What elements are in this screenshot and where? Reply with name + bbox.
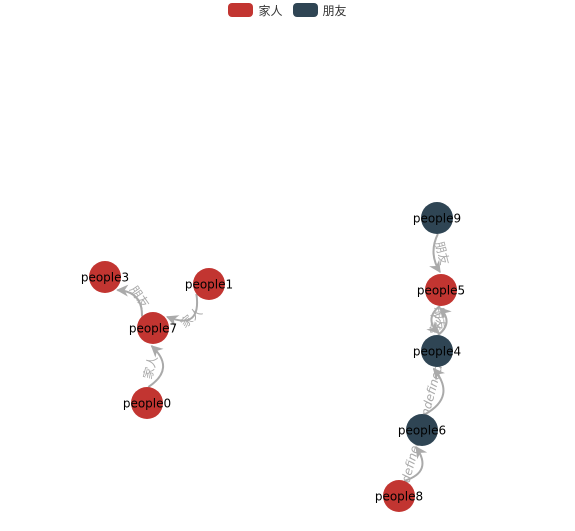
node-circle-people1[interactable] bbox=[193, 268, 225, 300]
edge-people1-people7[interactable] bbox=[166, 293, 199, 327]
node-circle-people0[interactable] bbox=[131, 387, 163, 419]
legend-swatch-friend bbox=[292, 3, 318, 17]
edge-people6-people4[interactable] bbox=[424, 367, 446, 416]
node-label-people4: people4 bbox=[413, 345, 461, 359]
legend-item-family[interactable]: 家人 bbox=[228, 2, 283, 19]
nodes-layer: people0 people1 people3 people7 people9 peopl… bbox=[81, 202, 465, 512]
edge-label-people1-people7: 家人 bbox=[177, 304, 205, 331]
node-label-people9: people9 bbox=[413, 212, 461, 226]
node-label-people5: people5 bbox=[417, 284, 465, 298]
node-people1[interactable]: people1 bbox=[185, 268, 233, 300]
node-label-people1: people1 bbox=[185, 278, 233, 292]
legend-swatch-family bbox=[228, 3, 254, 17]
legend-label-family: 家人 bbox=[258, 3, 283, 18]
node-people0[interactable]: people0 bbox=[123, 387, 171, 419]
legend-label-friend: 朋友 bbox=[322, 3, 347, 18]
node-circle-people6[interactable] bbox=[406, 414, 438, 446]
node-circle-people5[interactable] bbox=[425, 274, 457, 306]
node-people8[interactable]: people8 bbox=[375, 480, 423, 512]
node-label-people8: people8 bbox=[375, 490, 423, 504]
node-people5[interactable]: people5 bbox=[417, 274, 465, 306]
node-circle-people4[interactable] bbox=[421, 335, 453, 367]
edge-label-people7-people3: 朋友 bbox=[127, 283, 152, 311]
edge-label-people9-people5: 朋友 bbox=[432, 240, 452, 267]
node-people6[interactable]: people6 bbox=[398, 414, 446, 446]
node-circle-people8[interactable] bbox=[383, 480, 415, 512]
edge-people9-people5[interactable] bbox=[429, 233, 441, 274]
node-circle-people7[interactable] bbox=[137, 312, 169, 344]
edge-people5-people4[interactable] bbox=[426, 305, 441, 334]
node-people7[interactable]: people7 bbox=[129, 312, 177, 344]
edge-label-people0-people7: 家人 bbox=[140, 354, 161, 381]
node-people4[interactable]: people4 bbox=[413, 335, 461, 367]
edge-people0-people7[interactable] bbox=[147, 345, 165, 388]
edge-people4-people5[interactable] bbox=[437, 307, 452, 336]
node-circle-people3[interactable] bbox=[89, 261, 121, 293]
legend: 家人 朋友 bbox=[0, 0, 575, 20]
node-label-people3: people3 bbox=[81, 271, 129, 285]
node-people9[interactable]: people9 bbox=[413, 202, 461, 234]
node-label-people7: people7 bbox=[129, 322, 177, 336]
edge-people8-people6[interactable] bbox=[403, 446, 428, 482]
node-people3[interactable]: people3 bbox=[81, 261, 129, 293]
node-label-people6: people6 bbox=[398, 424, 446, 438]
legend-item-friend[interactable]: 朋友 bbox=[292, 2, 347, 19]
edge-people7-people3[interactable] bbox=[116, 284, 144, 317]
node-label-people0: people0 bbox=[123, 397, 171, 411]
edge-label-people5-people4: 朋友 bbox=[432, 306, 448, 331]
node-circle-people9[interactable] bbox=[421, 202, 453, 234]
